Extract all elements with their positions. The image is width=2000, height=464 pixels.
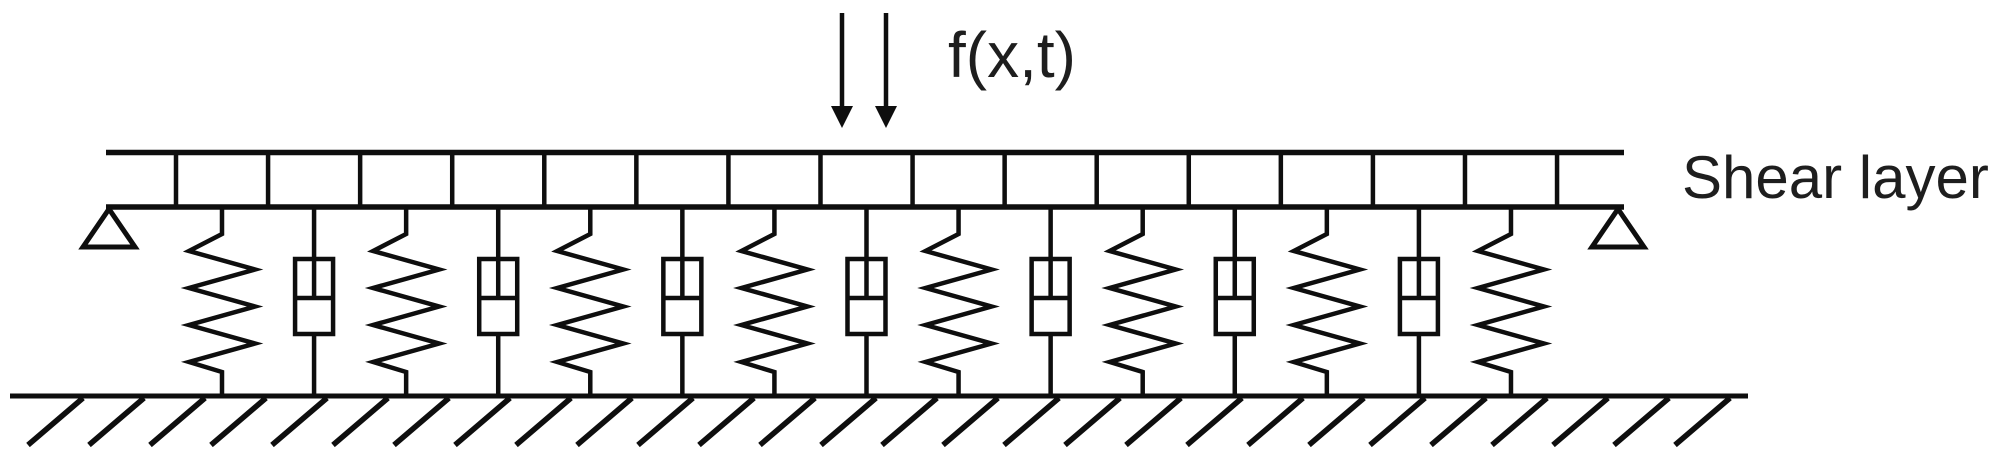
hatch-line	[1124, 395, 1183, 448]
hatch-line	[270, 395, 329, 448]
hatch-line	[575, 395, 634, 448]
dashpot-dampers	[292, 207, 1441, 397]
hatch-line	[148, 395, 207, 448]
support-triangle-icon	[78, 204, 140, 250]
spring-element	[917, 207, 1000, 397]
arrow-head	[831, 106, 853, 128]
pin-support-left	[78, 204, 140, 250]
damper-element	[476, 207, 520, 397]
hatch-line	[1368, 395, 1427, 448]
hatch-line	[880, 395, 939, 448]
shear-layer-label: Shear layer	[1682, 144, 1989, 211]
hatch-line	[514, 395, 573, 448]
hatch-line	[1063, 395, 1122, 448]
spring-element	[1101, 207, 1185, 397]
damper-element	[292, 207, 336, 397]
damper-element	[1029, 207, 1072, 397]
hatch-line	[331, 395, 390, 448]
hatch-line	[453, 395, 512, 448]
spring-element	[548, 207, 632, 397]
hatch-line	[636, 395, 695, 448]
hatch-line	[1307, 395, 1366, 448]
hatch-line	[392, 395, 451, 448]
spring-element	[364, 207, 448, 397]
load-arrows	[831, 13, 897, 128]
shear-layer-beam	[106, 149, 1624, 210]
hatch-line	[1002, 395, 1061, 448]
winkler-springs	[180, 207, 1553, 397]
hatch-line	[1185, 395, 1244, 448]
arrow-head	[875, 106, 897, 128]
spring-element	[1285, 207, 1369, 397]
ground-hatching	[26, 395, 1732, 448]
hatch-line	[1246, 395, 1305, 448]
hatch-line	[697, 395, 756, 448]
hatch-line	[941, 395, 1000, 448]
damper-element	[1213, 207, 1257, 397]
support-triangle-icon	[1587, 204, 1649, 250]
hatch-line	[209, 395, 268, 448]
beam-segment-dividers	[173, 150, 1560, 207]
hatch-line	[1673, 395, 1732, 448]
damper-element	[1397, 207, 1441, 397]
pin-support-right	[1587, 204, 1649, 250]
hatch-line	[26, 395, 85, 448]
hatch-line	[1551, 395, 1610, 448]
hatch-line	[819, 395, 878, 448]
spring-element	[180, 207, 264, 397]
down-arrow-icon	[831, 13, 853, 128]
end-supports	[78, 204, 1649, 250]
damper-element	[661, 207, 704, 397]
spring-element	[1469, 207, 1553, 397]
load-label: f(x,t)	[948, 19, 1076, 91]
hatch-line	[1490, 395, 1549, 448]
damper-element	[845, 207, 888, 397]
hatch-line	[1612, 395, 1671, 448]
hatch-line	[758, 395, 817, 448]
down-arrow-icon	[875, 13, 897, 128]
ground	[10, 393, 1748, 448]
hatch-line	[1429, 395, 1488, 448]
spring-element	[733, 207, 816, 397]
hatch-line	[87, 395, 146, 448]
